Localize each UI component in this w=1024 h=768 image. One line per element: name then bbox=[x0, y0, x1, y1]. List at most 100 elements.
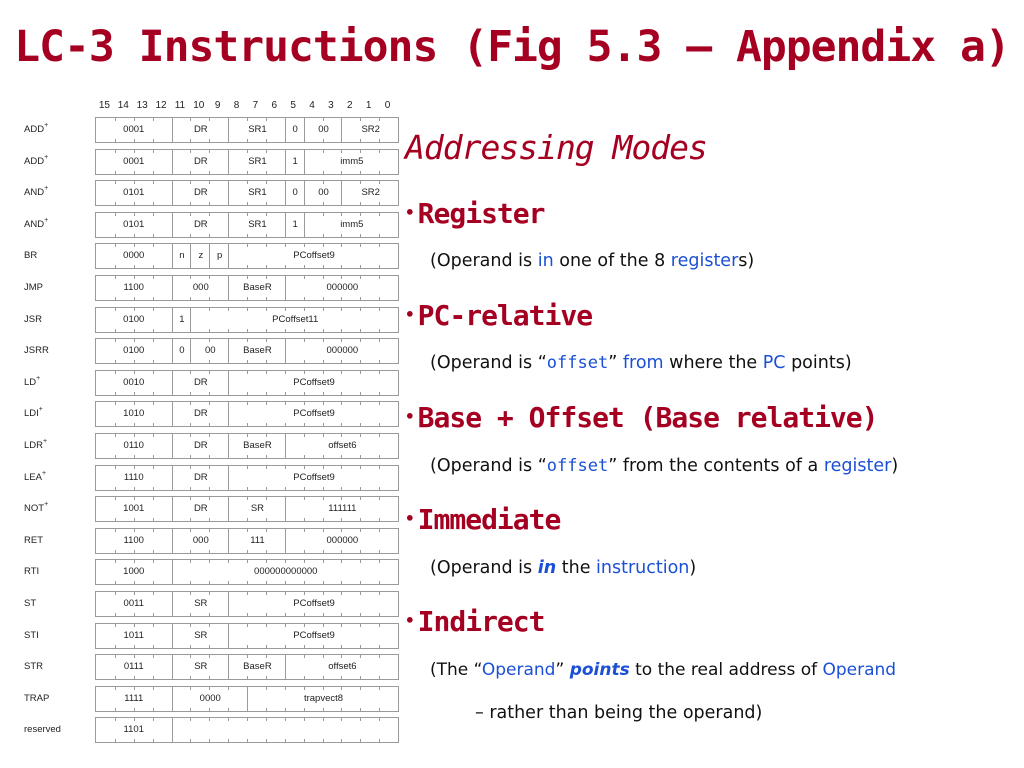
bit-tick bbox=[360, 581, 362, 585]
bit-tick bbox=[114, 328, 116, 332]
bit-tick bbox=[265, 339, 267, 343]
bit-number-6: 6 bbox=[271, 100, 278, 111]
opcode-name: LDR+ bbox=[24, 438, 48, 451]
bit-tick bbox=[209, 360, 211, 364]
bit-tick bbox=[209, 549, 211, 553]
bit-tick bbox=[228, 581, 230, 585]
bit-field: BaseR bbox=[228, 276, 286, 300]
bit-tick bbox=[379, 707, 381, 711]
bit-number-11: 11 bbox=[174, 100, 186, 111]
bit-tick bbox=[322, 265, 324, 269]
bit-tick bbox=[322, 402, 324, 406]
bit-tick bbox=[190, 139, 192, 142]
bit-tick bbox=[228, 718, 230, 722]
bit-tick bbox=[133, 212, 135, 216]
bit-tick bbox=[341, 613, 343, 616]
bit-tick bbox=[284, 686, 286, 690]
mode-register-title: •Register bbox=[405, 197, 545, 230]
bit-tick bbox=[133, 686, 135, 690]
bit-tick bbox=[114, 581, 116, 585]
bit-tick bbox=[322, 623, 324, 627]
bit-tick bbox=[379, 370, 381, 374]
bit-tick bbox=[284, 370, 286, 374]
bit-tick bbox=[152, 613, 154, 616]
bit-tick bbox=[190, 655, 192, 659]
bit-field: trapvect8 bbox=[247, 686, 399, 711]
bit-field: 0 bbox=[284, 118, 305, 142]
bit-tick bbox=[247, 118, 248, 121]
bit-field: 0100 bbox=[123, 345, 145, 357]
bit-tick bbox=[228, 686, 230, 690]
bit-tick bbox=[284, 486, 286, 490]
bit-tick bbox=[114, 676, 116, 680]
bit-tick bbox=[152, 402, 154, 406]
bit-tick bbox=[133, 233, 135, 237]
bit-tick bbox=[133, 623, 135, 627]
bit-number-0: 0 bbox=[384, 100, 391, 111]
bit-tick bbox=[341, 686, 343, 690]
bit-tick bbox=[228, 560, 230, 564]
bit-tick bbox=[114, 297, 116, 300]
bit-tick bbox=[265, 455, 267, 458]
bit-tick bbox=[152, 528, 154, 532]
bit-tick bbox=[322, 560, 324, 564]
bit-tick bbox=[265, 528, 267, 532]
bit-field: 00 bbox=[303, 181, 343, 206]
bit-tick bbox=[322, 655, 324, 659]
bit-tick bbox=[379, 181, 381, 185]
bit-tick bbox=[284, 718, 286, 722]
opcode-name: JSRR bbox=[24, 345, 49, 357]
bit-tick bbox=[322, 676, 324, 680]
bit-tick bbox=[303, 265, 305, 269]
bit-tick bbox=[360, 434, 362, 437]
bit-tick bbox=[284, 613, 286, 616]
bit-tick bbox=[303, 486, 305, 490]
bit-tick bbox=[190, 581, 192, 585]
bit-tick bbox=[152, 139, 154, 142]
bit-tick bbox=[247, 370, 248, 374]
bit-tick bbox=[265, 592, 267, 595]
bit-tick bbox=[265, 718, 267, 722]
bit-tick bbox=[379, 465, 381, 469]
bit-tick bbox=[114, 655, 116, 659]
bit-tick bbox=[209, 718, 211, 722]
bit-tick bbox=[209, 686, 211, 690]
bit-tick bbox=[209, 307, 211, 311]
bit-tick bbox=[209, 592, 211, 595]
bit-tick bbox=[379, 244, 381, 248]
bit-field: SR2 bbox=[341, 181, 399, 206]
bit-tick bbox=[360, 212, 362, 216]
bit-tick bbox=[322, 276, 324, 279]
bit-tick bbox=[190, 549, 192, 553]
bit-tick bbox=[133, 297, 135, 300]
bit-tick bbox=[190, 623, 192, 627]
bit-tick bbox=[379, 265, 381, 269]
bit-tick bbox=[265, 307, 267, 311]
bit-tick bbox=[133, 307, 135, 311]
bit-tick bbox=[341, 465, 343, 469]
bit-tick bbox=[341, 328, 343, 332]
bit-field: 0101 bbox=[123, 187, 145, 199]
opcode-name: JMP bbox=[24, 282, 43, 293]
bit-tick bbox=[114, 370, 116, 374]
bit-tick bbox=[265, 360, 267, 364]
bit-field: 111111 bbox=[284, 497, 399, 522]
bit-tick bbox=[341, 560, 343, 564]
bit-tick bbox=[114, 518, 116, 522]
bit-tick bbox=[379, 549, 381, 553]
bit-tick bbox=[190, 391, 192, 395]
bit-field: 0010 bbox=[123, 376, 145, 388]
bit-number-7: 7 bbox=[252, 100, 259, 111]
bit-tick bbox=[341, 718, 343, 722]
bit-field: 00 bbox=[303, 118, 343, 142]
bit-tick bbox=[114, 623, 116, 627]
bit-tick bbox=[341, 549, 343, 553]
bit-tick bbox=[303, 592, 305, 595]
